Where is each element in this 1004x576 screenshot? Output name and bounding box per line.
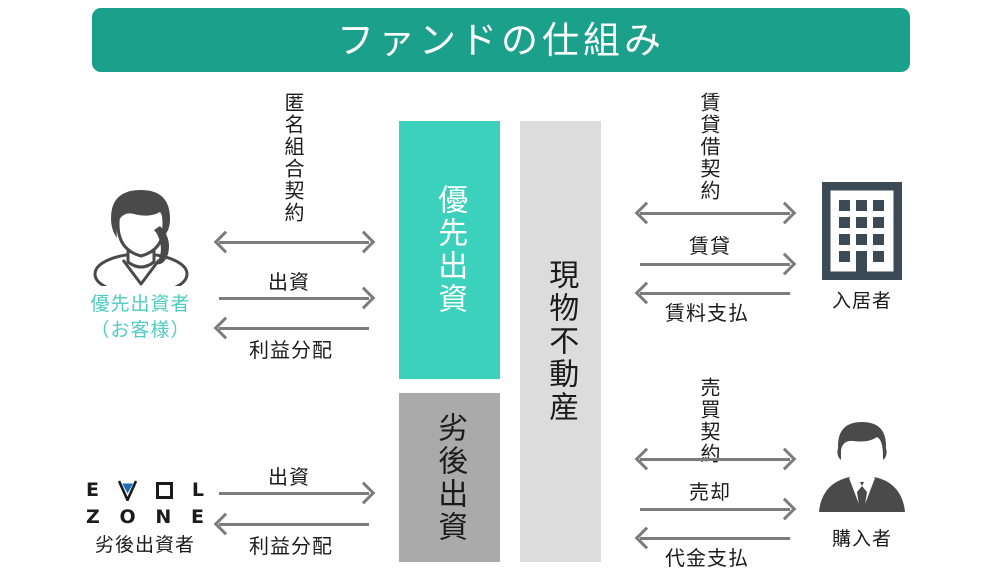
arrow-head-left — [217, 320, 232, 337]
building-icon — [822, 182, 902, 280]
arrow-head-right — [777, 451, 792, 468]
arrow-head-left — [638, 451, 653, 468]
block-senior-investment: 優先出資 — [399, 121, 500, 379]
flow-label-anonymous-partnership-contract: 匿名組合契約 — [281, 92, 305, 224]
block-physical-real-estate: 現物不動産 — [520, 121, 601, 562]
flow-arrow-sale — [640, 508, 790, 511]
actor-buyer: 購入者 — [800, 420, 924, 553]
flow-label-lease-contract: 賃貸借契約 — [697, 92, 721, 202]
arrow-head-left — [217, 516, 232, 533]
actor-senior-investor-label-line2: （お客様） — [90, 318, 191, 341]
actor-tenant-label: 入居者 — [831, 290, 892, 312]
flow-label-price-payment: 代金支払 — [665, 546, 749, 570]
actor-tenant: 入居者 — [800, 182, 924, 315]
actor-senior-investor-label-line1: 優先出資者 — [90, 293, 191, 315]
arrow-head-right — [356, 290, 371, 307]
logo-letter-L: L — [191, 479, 204, 501]
flow-arrow-investment-bottom — [219, 492, 369, 495]
flow-label-investment-top: 出資 — [268, 270, 310, 294]
actor-senior-investor: 優先出資者 （お客様） — [78, 186, 203, 343]
flow-arrow-rent-payment — [640, 292, 790, 295]
arrow-head-left — [638, 530, 653, 547]
flow-label-sale-contract: 売買契約 — [697, 377, 721, 465]
flow-arrow-investment-top — [219, 297, 369, 300]
flow-label-profit-distribution-bottom: 利益分配 — [249, 534, 333, 558]
businessman-avatar-icon — [819, 422, 905, 512]
flow-arrow-profit-distribution-bottom — [219, 523, 369, 526]
block-senior-investment-label: 優先出資 — [432, 184, 468, 316]
flow-arrow-sale-contract — [640, 458, 790, 461]
flow-arrow-lease-contract — [640, 212, 790, 215]
actor-junior-investor: 劣後出資者 — [78, 533, 212, 559]
logo-letter-Z: Z — [86, 506, 100, 528]
arrow-head-right — [777, 256, 792, 273]
actor-buyer-label: 購入者 — [831, 528, 892, 550]
block-junior-investment: 劣後出資 — [399, 393, 500, 562]
arrow-head-left — [638, 205, 653, 222]
logo-letter-O2: O — [119, 506, 136, 528]
logo-v-glyph-icon — [117, 480, 137, 501]
flow-arrow-profit-distribution-top — [219, 327, 369, 330]
arrow-head-right — [777, 501, 792, 518]
logo-letter-V-with-accent — [117, 480, 137, 501]
arrow-head-left — [638, 285, 653, 302]
flow-label-rent-payment: 賃料支払 — [665, 301, 749, 325]
flow-label-lease: 賃貸 — [689, 234, 731, 258]
evol-zone-logo: E L Z O N E — [86, 480, 204, 528]
arrow-head-right — [356, 485, 371, 502]
diagram-title-banner: ファンドの仕組み — [92, 8, 910, 72]
logo-letter-E2: E — [191, 506, 204, 528]
logo-letter-N: N — [155, 506, 172, 528]
block-physical-real-estate-label: 現物不動産 — [543, 259, 579, 424]
logo-letter-O — [155, 482, 173, 499]
arrow-head-right — [356, 234, 371, 251]
flow-label-sale: 売却 — [689, 480, 731, 504]
flow-arrow-price-payment — [640, 537, 790, 540]
page-title: ファンドの仕組み — [337, 18, 665, 62]
flow-label-investment-bottom: 出資 — [268, 465, 310, 489]
flow-label-profit-distribution-top: 利益分配 — [249, 338, 333, 362]
female-avatar-icon — [93, 190, 188, 286]
arrow-head-right — [777, 205, 792, 222]
arrow-head-left — [217, 234, 232, 251]
actor-junior-investor-label: 劣後出資者 — [94, 534, 195, 556]
logo-letter-E: E — [86, 479, 99, 501]
block-junior-investment-label: 劣後出資 — [432, 411, 468, 544]
flow-arrow-anonymous-partnership-contract — [219, 241, 369, 244]
flow-arrow-lease — [640, 263, 790, 266]
